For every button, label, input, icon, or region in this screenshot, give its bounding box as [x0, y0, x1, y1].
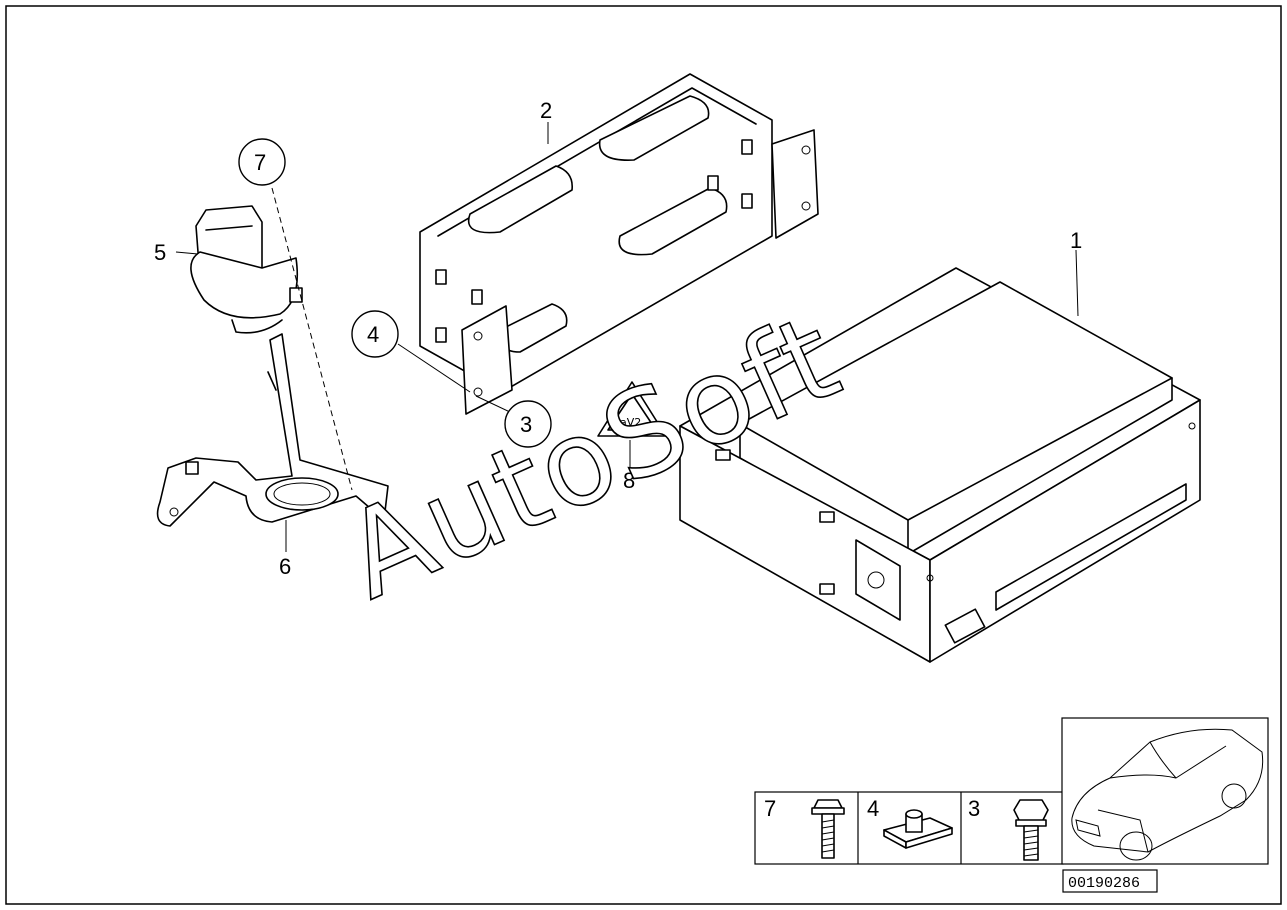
- callout-6: 6: [279, 554, 291, 579]
- callout-3: 3: [520, 412, 532, 437]
- callout-1: 1: [1070, 228, 1082, 253]
- legend-label-4: 4: [867, 796, 879, 821]
- callout-circle-7: [238, 138, 286, 186]
- reference-number: 00190286: [1068, 875, 1140, 892]
- leader-lines: [175, 122, 1079, 552]
- reference-number-box: 00190286: [1062, 869, 1158, 893]
- legend-label-3: 3: [968, 796, 980, 821]
- clip-nut-icon: [883, 809, 953, 849]
- svg-text:aV2: aV2: [620, 416, 641, 429]
- bracket-cage-part: [419, 73, 819, 415]
- diagram-frame: [5, 5, 1282, 905]
- callout-7: 7: [254, 150, 266, 175]
- holder-bracket-part: [156, 333, 389, 527]
- callout-4: 4: [367, 322, 379, 347]
- callout-circle-3: [504, 400, 552, 448]
- callout-2: 2: [540, 98, 552, 123]
- cd-changer-unit-part: [679, 267, 1201, 663]
- legend-label-7: 7: [764, 796, 776, 821]
- callout-circle-4: [351, 310, 399, 358]
- bolt-long-icon: [811, 799, 845, 859]
- warning-label-part: aV2: [597, 381, 667, 437]
- car-sedan-icon: [1061, 717, 1269, 865]
- hardware-legend: 7 4 3: [754, 791, 1064, 865]
- callout-8: 8: [623, 468, 635, 493]
- sensor-module-part: [190, 205, 303, 334]
- bolt-short-icon: [1013, 799, 1049, 861]
- callout-5: 5: [154, 240, 166, 265]
